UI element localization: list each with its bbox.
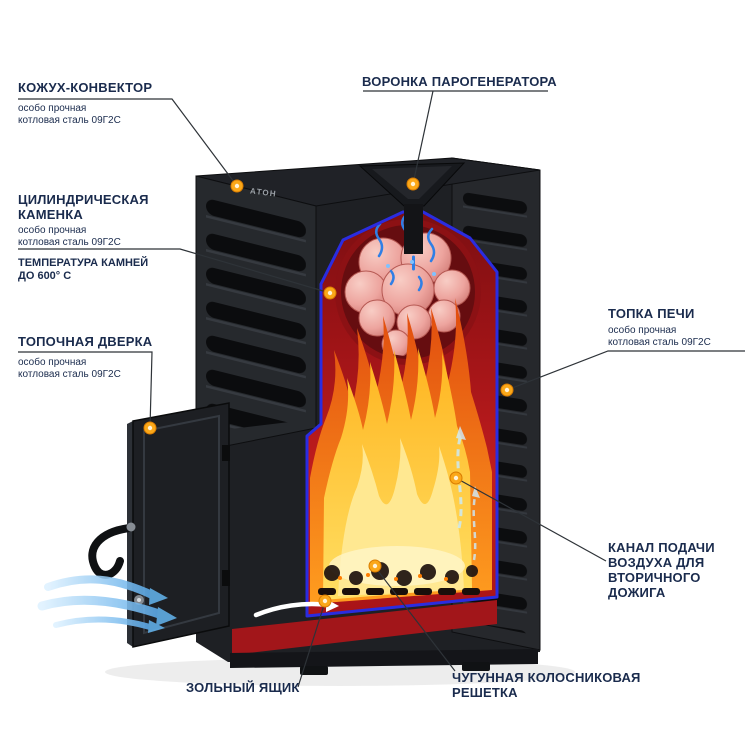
firebox-door <box>88 402 230 648</box>
cutaway-outline <box>305 210 499 618</box>
label-title: ТОПОЧНАЯ ДВЕРКА <box>18 334 153 349</box>
callout-dot-reshetka <box>368 559 382 573</box>
label-title: ВОРОНКА ПАРОГЕНЕРАТОРА <box>362 74 557 89</box>
label-kolosnikovaya-reshetka: ЧУГУННАЯ КОЛОСНИКОВАЯ РЕШЕТКА <box>452 670 682 700</box>
label-kanal-podachi-vozdukha: КАНАЛ ПОДАЧИ ВОЗДУХА ДЛЯ ВТОРИЧНОГО ДОЖИ… <box>608 540 748 600</box>
stone-chamber <box>335 213 481 365</box>
label-topochnaya-dverka: ТОПОЧНАЯ ДВЕРКА особо прочная котловая с… <box>18 334 218 380</box>
label-subtitle: особо прочная котловая сталь 09Г2С <box>18 225 121 248</box>
air-intake-arrows <box>37 575 177 633</box>
callout-dot-kamenka <box>323 286 337 300</box>
stove-base <box>230 649 538 675</box>
label-title: КАНАЛ ПОДАЧИ ВОЗДУХА ДЛЯ ВТОРИЧНОГО ДОЖИ… <box>608 540 715 600</box>
cutaway-interior <box>305 210 499 618</box>
label-title: ЗОЛЬНЫЙ ЯЩИК <box>186 680 300 695</box>
callout-dots <box>143 177 514 608</box>
label-voronka-parogeneratora: ВОРОНКА ПАРОГЕНЕРАТОРА <box>362 74 592 89</box>
label-kozhukh-konvektor: КОЖУХ-КОНВЕКТОР особо прочная котловая с… <box>18 80 218 126</box>
label-title: ЧУГУННАЯ КОЛОСНИКОВАЯ РЕШЕТКА <box>452 670 641 700</box>
label-zolnyy-yashchik: ЗОЛЬНЫЙ ЯЩИК <box>186 680 326 695</box>
callout-dot-kanal <box>449 471 463 485</box>
flames <box>310 298 492 604</box>
callout-dot-topka <box>500 383 514 397</box>
callout-dot-voronka <box>406 177 420 191</box>
label-title: КОЖУХ-КОНВЕКТОР <box>18 80 153 95</box>
callout-dot-dverka <box>143 421 157 435</box>
front-convector-panel <box>195 175 317 453</box>
secondary-air-arrows <box>456 426 480 561</box>
label-title: ТОПКА ПЕЧИ <box>608 306 695 321</box>
label-title: ЦИЛИНДРИЧЕСКАЯ КАМЕНКА <box>18 192 149 222</box>
door-handle <box>88 524 133 579</box>
callout-dot-zolnik <box>318 594 332 608</box>
callout-lines <box>18 90 745 688</box>
label-extra: ТЕМПЕРАТУРА КАМНЕЙ ДО 600° С <box>18 257 149 282</box>
label-tsilindricheskaya-kamenka: ЦИЛИНДРИЧЕСКАЯ КАМЕНКА особо прочная кот… <box>18 192 218 283</box>
cast-iron-grate <box>318 562 480 595</box>
label-subtitle: особо прочная котловая сталь 09Г2С <box>608 325 711 348</box>
label-topka-pechi: ТОПКА ПЕЧИ особо прочная котловая сталь … <box>608 306 748 348</box>
callout-dot-kozhukh <box>230 179 244 193</box>
label-subtitle: особо прочная котловая сталь 09Г2С <box>18 103 121 126</box>
label-subtitle: особо прочная котловая сталь 09Г2С <box>18 357 121 380</box>
